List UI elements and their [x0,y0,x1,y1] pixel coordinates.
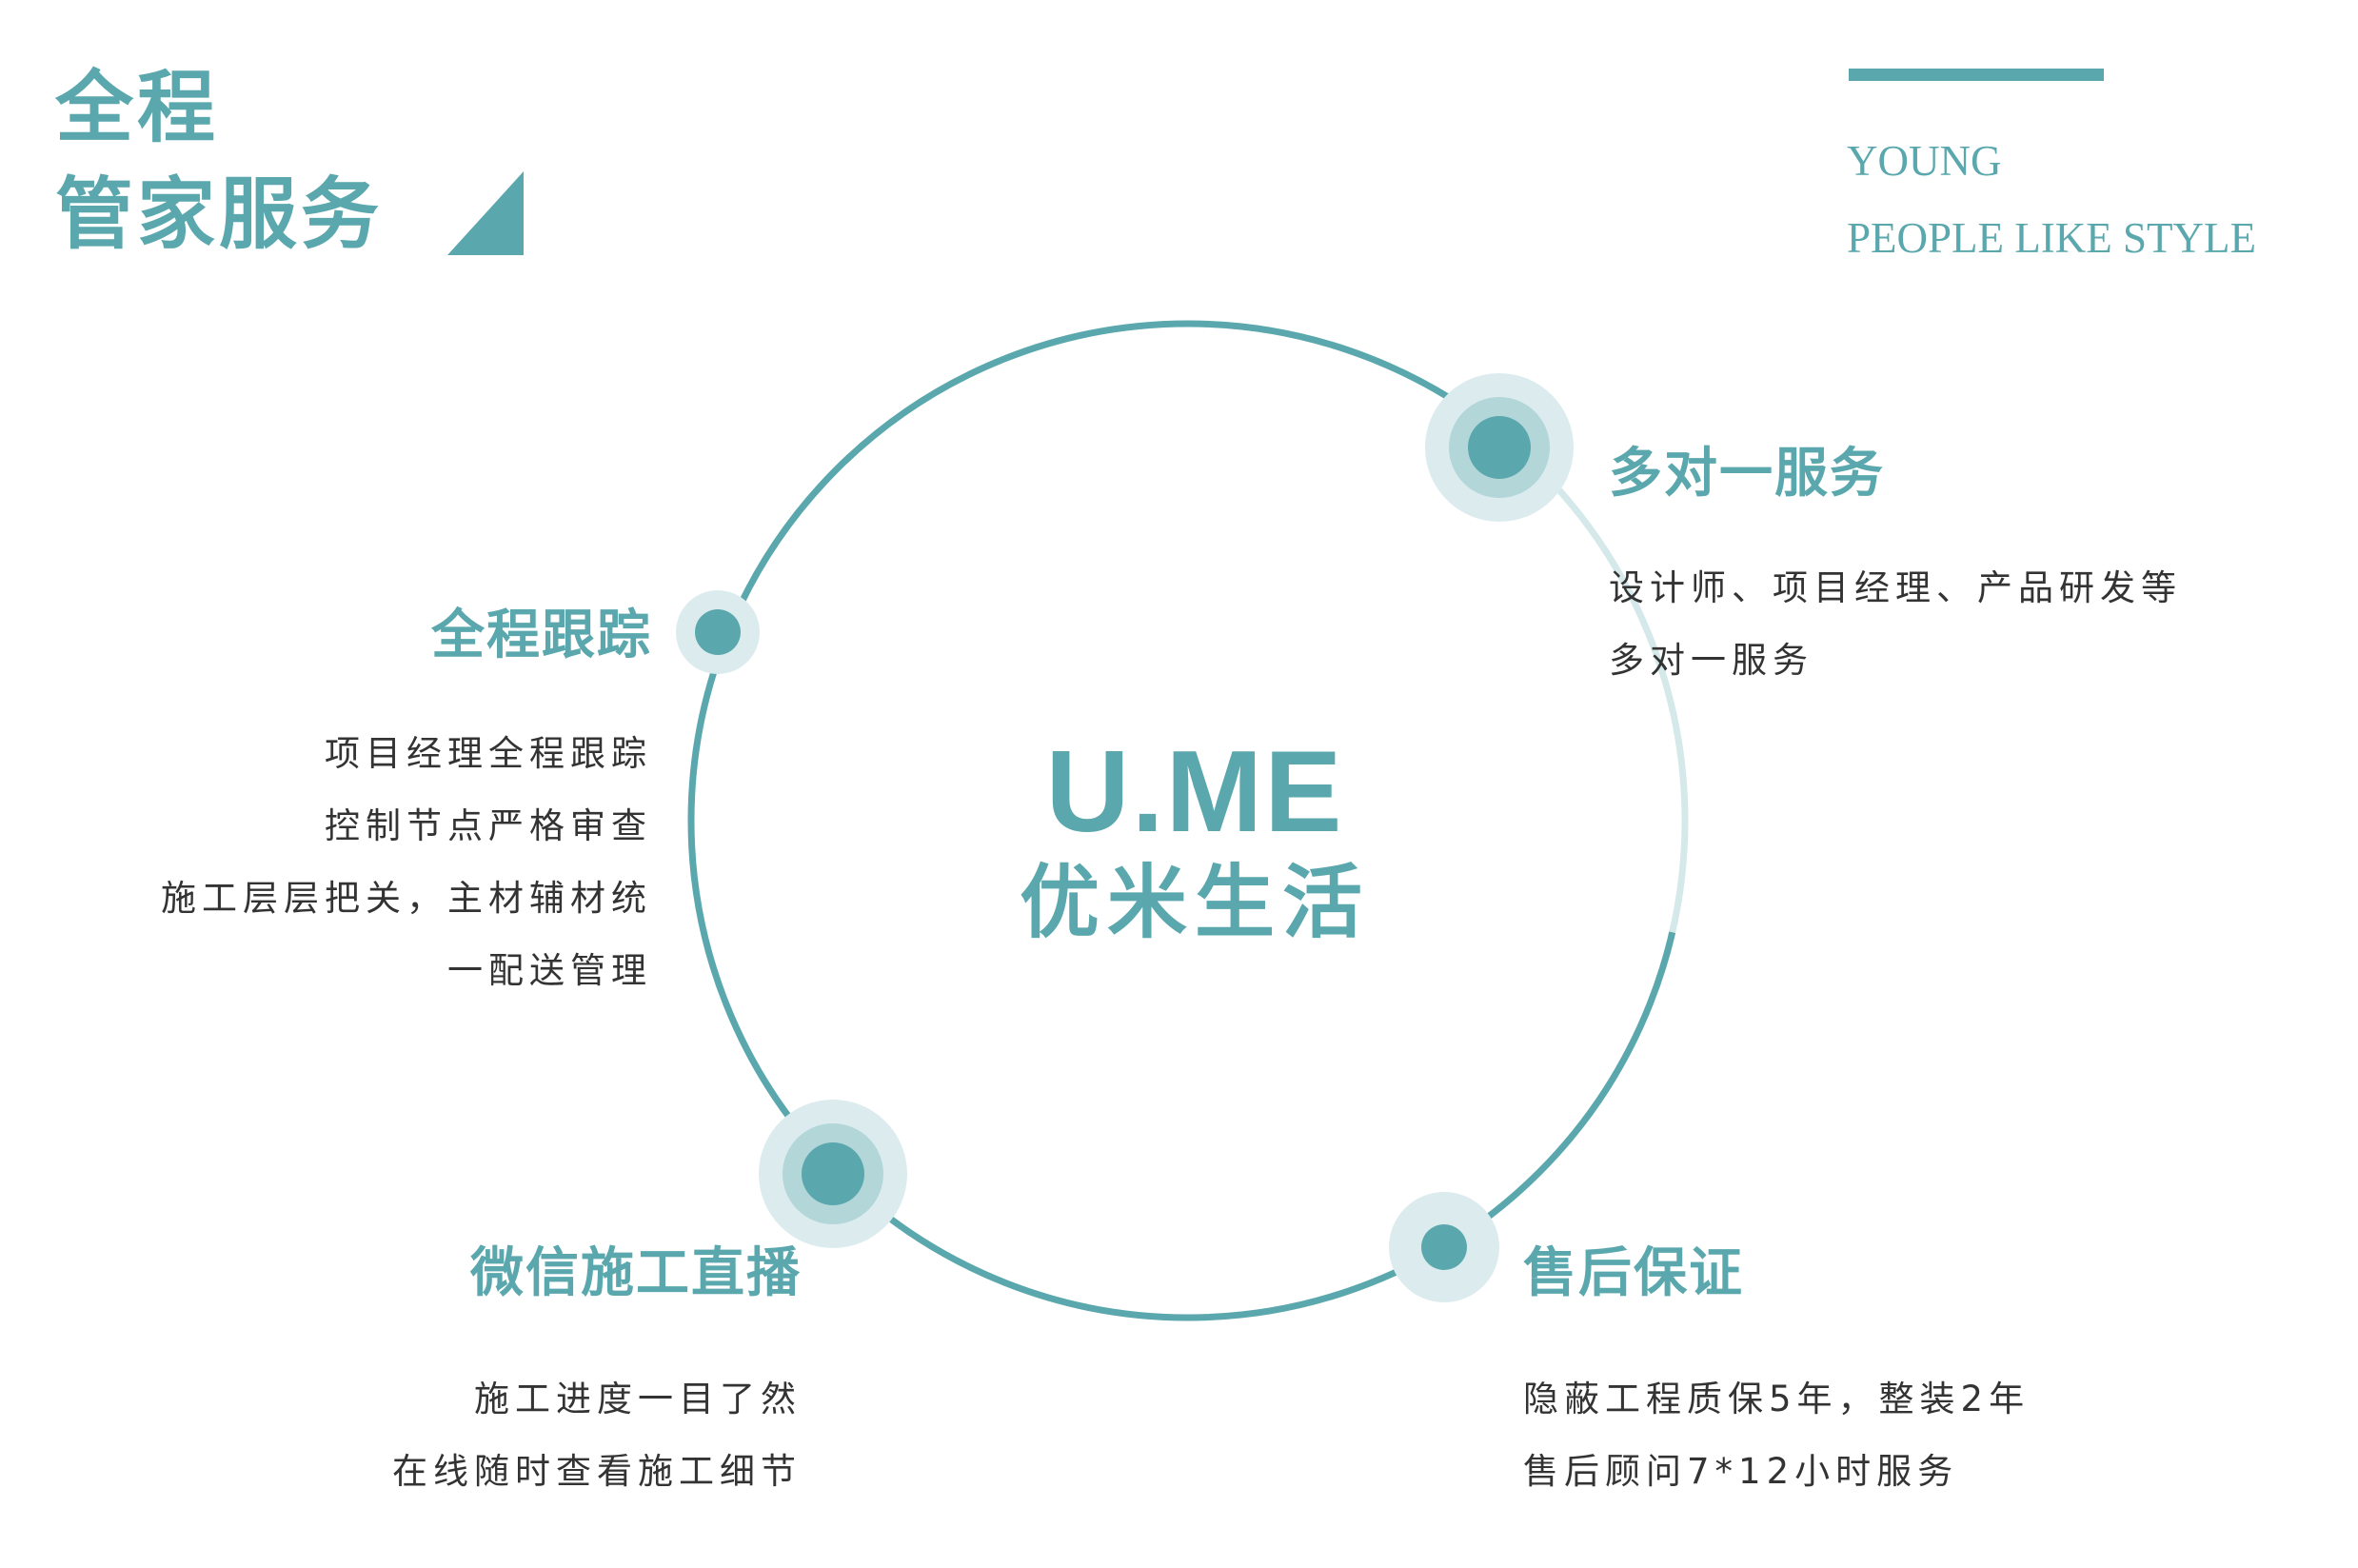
feature-top-right: 多对一服务 设计师、项目经理、产品研发等 多对一服务 [1609,447,2294,697]
feature-bottom-left: 微信施工直播 施工进度一目了然 在线随时查看施工细节 [268,1247,802,1508]
tagline-line-1: YOUNG [1847,137,2002,185]
feature-title: 多对一服务 [1609,443,1885,505]
feature-bottom-right: 售后保证 隐蔽工程质保5年，整装2年 售后顾问7*12小时服务 [1523,1247,2209,1508]
feature-line: 隐蔽工程质保5年，整装2年 [1523,1379,2031,1419]
feature-line: 施工层层把关，主材辅材统 [161,878,652,919]
feature-line: 在线随时查看施工细节 [392,1451,802,1492]
page-title-line-2: 管家服务 [55,169,384,260]
feature-left: 全程跟踪 项目经理全程跟踪 控制节点严格审查 施工层层把关，主材辅材统 一配送管… [62,609,652,1007]
decorative-bar [1849,69,2104,81]
feature-line: 施工进度一目了然 [474,1379,802,1419]
feature-line: 一配送管理 [447,950,652,991]
brand-logo: U.ME 优米生活 [1004,733,1385,943]
node-top-right-icon [1425,373,1574,522]
node-left-icon [676,590,760,674]
title-triangle-icon [447,171,524,255]
feature-description: 设计师、项目经理、产品研发等 多对一服务 [1609,552,2294,697]
tagline-line-2: PEOPLE LIKE STYLE [1847,214,2256,262]
feature-title: 售后保证 [1523,1242,1744,1304]
feature-description: 隐蔽工程质保5年，整装2年 售后顾问7*12小时服务 [1523,1363,2209,1508]
feature-line: 项目经理全程跟踪 [325,733,652,774]
node-bottom-right-icon [1389,1192,1499,1302]
feature-line: 控制节点严格审查 [325,805,652,846]
node-bottom-left-icon [759,1100,907,1248]
feature-title: 微信施工直播 [470,1242,802,1304]
feature-description: 施工进度一目了然 在线随时查看施工细节 [268,1363,802,1508]
brand-name-cn: 优米生活 [1019,856,1370,949]
page-title-line-1: 全程 [55,62,220,153]
feature-description: 项目经理全程跟踪 控制节点严格审查 施工层层把关，主材辅材统 一配送管理 [62,718,652,1007]
feature-line: 售后顾问7*12小时服务 [1523,1451,1959,1492]
feature-title: 全程跟踪 [431,605,652,666]
feature-line: 多对一服务 [1609,640,1813,681]
feature-line: 设计师、项目经理、产品研发等 [1609,567,2182,608]
brand-name-en: U.ME [1045,726,1344,856]
